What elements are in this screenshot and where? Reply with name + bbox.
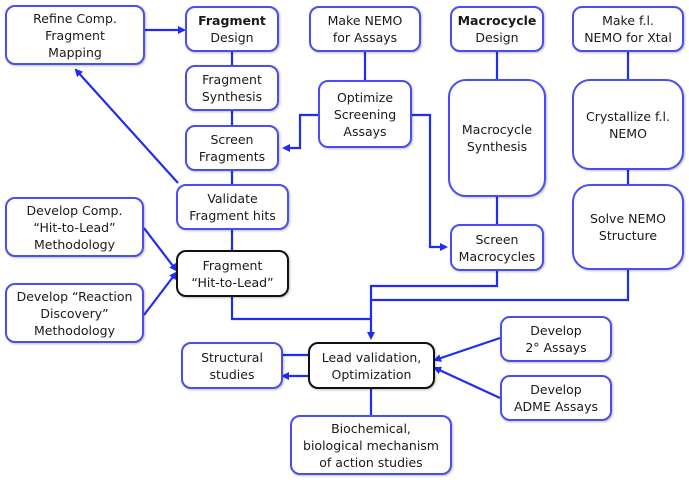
node-screen-fragments: Screen Fragments bbox=[185, 125, 279, 171]
node-label: Synthesis bbox=[201, 89, 263, 104]
node-label: Macrocycles bbox=[458, 248, 536, 264]
link-screen-macro-down bbox=[367, 271, 499, 340]
node-fragment-hit-to-lead: Fragment “Hit-to-Lead” bbox=[176, 250, 289, 297]
link-optimize-to-screen-fragments bbox=[282, 113, 318, 152]
node-label: for Assays bbox=[332, 30, 398, 45]
node-refine-fragment-mapping: Refine Comp. Fragment Mapping bbox=[5, 5, 145, 65]
node-label: Refine Comp. bbox=[33, 10, 117, 26]
node-validate-fragment-hits: Validate Fragment hits bbox=[176, 184, 289, 230]
node-label: Design bbox=[210, 30, 254, 45]
link-2assays-to-lead bbox=[433, 336, 501, 362]
node-label: Screen bbox=[210, 132, 254, 147]
node-label: Fragment bbox=[202, 257, 263, 273]
node-label: Methodology bbox=[34, 236, 115, 252]
node-label: Fragment bbox=[45, 27, 105, 43]
node-label: Lead validation, bbox=[321, 349, 422, 365]
node-label: Discovery” bbox=[40, 305, 109, 321]
node-label: Fragment bbox=[202, 72, 262, 87]
node-fragment-synthesis: Fragment Synthesis bbox=[185, 65, 279, 111]
node-label: Structural bbox=[201, 349, 263, 365]
node-optimize-screening-assays: Optimize Screening Assays bbox=[318, 80, 412, 148]
node-label: “Hit-to-Lead” bbox=[33, 219, 116, 235]
node-label: ADME Assays bbox=[514, 399, 598, 414]
node-label: Macrocycle bbox=[461, 122, 533, 137]
node-biochemical-studies: Biochemical, biological mechanism of act… bbox=[290, 415, 452, 475]
node-label: Mapping bbox=[48, 44, 102, 60]
node-label: Design bbox=[475, 30, 519, 45]
node-label-bold: Fragment bbox=[198, 13, 266, 28]
node-make-nemo-assays: Make NEMO for Assays bbox=[309, 6, 421, 52]
node-label: 2° Assays bbox=[525, 340, 587, 355]
node-macrocycle-synthesis: Macrocycle Synthesis bbox=[448, 79, 546, 197]
node-label: Screening bbox=[333, 106, 397, 122]
node-label: NEMO bbox=[609, 125, 647, 141]
node-label: of action studies bbox=[319, 454, 423, 470]
node-label: Develop “Reaction bbox=[16, 288, 133, 304]
node-label: Make f.l. bbox=[602, 13, 654, 28]
node-label: Develop bbox=[530, 382, 582, 397]
node-label: NEMO for Xtal bbox=[584, 30, 672, 45]
link-validate-to-refine bbox=[74, 68, 179, 184]
node-label: Methodology bbox=[34, 322, 115, 338]
link-hitlead-down bbox=[230, 297, 372, 321]
node-label: Make NEMO bbox=[327, 13, 403, 28]
node-label: Crystallize f.l. bbox=[586, 108, 670, 124]
node-label: Fragments bbox=[198, 149, 266, 164]
link-comp-to-hitlead bbox=[143, 227, 178, 272]
node-label: “Hit-to-Lead” bbox=[191, 274, 274, 290]
node-label: Structure bbox=[598, 228, 658, 243]
node-label: Solve NEMO bbox=[590, 211, 666, 226]
node-label: Optimize bbox=[336, 89, 394, 105]
node-make-fl-nemo-xtal: Make f.l. NEMO for Xtal bbox=[572, 6, 684, 52]
link-reaction-to-hitlead bbox=[143, 271, 178, 316]
node-crystallize-fl-nemo: Crystallize f.l. NEMO bbox=[572, 79, 684, 170]
link-solve-down bbox=[371, 270, 630, 302]
link-adme-to-lead bbox=[433, 366, 501, 399]
node-fragment-design: Fragment Design bbox=[185, 6, 279, 52]
node-label: Screen bbox=[475, 231, 519, 247]
node-develop-adme-assays: Develop ADME Assays bbox=[500, 375, 612, 421]
node-label: Validate bbox=[207, 191, 258, 206]
node-label-bold: Macrocycle bbox=[457, 13, 537, 28]
node-solve-nemo-structure: Solve NEMO Structure bbox=[572, 184, 684, 270]
node-macrocycle-design: Macrocycle Design bbox=[450, 6, 544, 52]
node-label: biological mechanism bbox=[303, 437, 439, 453]
node-structural-studies: Structural studies bbox=[181, 342, 283, 389]
node-label: Assays bbox=[343, 123, 387, 139]
node-develop-reaction-discovery: Develop “Reaction Discovery” Methodology bbox=[5, 283, 144, 343]
node-label: studies bbox=[209, 366, 255, 382]
node-develop-2-assays: Develop 2° Assays bbox=[500, 316, 612, 362]
node-screen-macrocycles: Screen Macrocycles bbox=[450, 224, 544, 271]
node-label: Biochemical, bbox=[331, 420, 411, 436]
node-label: Synthesis bbox=[466, 139, 528, 154]
node-lead-validation: Lead validation, Optimization bbox=[308, 342, 435, 389]
node-label: Develop Comp. bbox=[26, 202, 123, 218]
node-develop-comp-methodology: Develop Comp. “Hit-to-Lead” Methodology bbox=[5, 197, 144, 257]
node-label: Optimization bbox=[331, 366, 412, 382]
link-optimize-to-screen-macrocycles bbox=[412, 113, 448, 251]
node-label: Fragment hits bbox=[189, 208, 276, 223]
node-label: Develop bbox=[530, 323, 582, 338]
